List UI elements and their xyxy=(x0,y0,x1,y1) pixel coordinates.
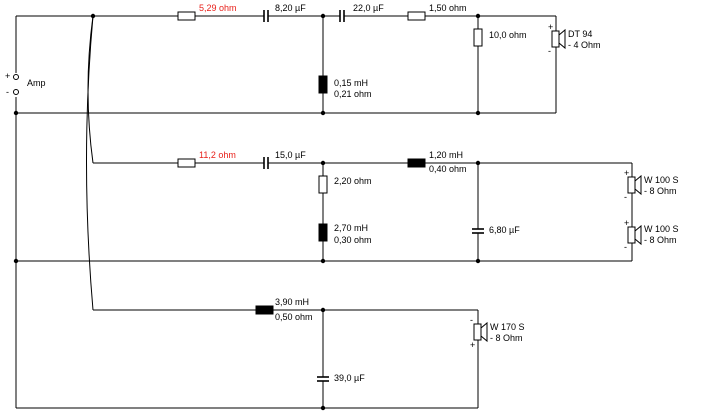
resistor-11-2 xyxy=(177,158,196,168)
inductor-0-15-label: 0,15 mH xyxy=(334,78,368,88)
inductor-3-90 xyxy=(255,305,274,315)
inductor-2-70-label: 2,70 mH xyxy=(334,223,368,233)
amp-label: Amp xyxy=(27,78,46,88)
inductor-0-15 xyxy=(318,75,328,94)
amp-plus-sign: + xyxy=(5,71,10,81)
mid-driver-2-name: W 100 S xyxy=(644,224,679,234)
mid-driver-1-name: W 100 S xyxy=(644,175,679,185)
svg-text:-: - xyxy=(470,315,473,325)
svg-text:+: + xyxy=(470,340,475,350)
tweeter-driver-impedance: - 4 Ohm xyxy=(568,40,601,50)
bass-driver-name: W 170 S xyxy=(490,322,525,332)
mid-driver-1-icon: + - xyxy=(624,168,642,202)
feed-wire-bass xyxy=(86,15,94,311)
resistor-10-0 xyxy=(473,28,483,47)
mid-driver-1-impedance: - 8 Ohm xyxy=(644,186,677,196)
resistor-1-50-label: 1,50 ohm xyxy=(429,3,467,13)
amp-input: + - Amp xyxy=(5,15,93,408)
inductor-1-20 xyxy=(407,158,426,168)
mid-driver-2-icon: + - xyxy=(624,218,642,252)
inductor-2-70-resistance: 0,30 ohm xyxy=(334,235,372,245)
feed-wire-mid xyxy=(87,15,94,164)
svg-text:+: + xyxy=(624,168,629,178)
inductor-2-70 xyxy=(318,223,328,242)
resistor-11-2-label: 11,2 ohm xyxy=(199,150,236,160)
resistor-1-50 xyxy=(407,11,426,21)
resistor-5-29-label: 5,29 ohm xyxy=(199,3,237,13)
bass-branch: 3,90 mH 0,50 ohm 39,0 µF - + W 170 S - 8… xyxy=(93,297,525,411)
mid-branch: 11,2 ohm 15,0 µF 1,20 mH 0,40 ohm 2,20 o… xyxy=(93,150,679,264)
inductor-1-20-resistance: 0,40 ohm xyxy=(429,164,467,174)
resistor-2-20 xyxy=(318,175,328,194)
inductor-3-90-resistance: 0,50 ohm xyxy=(275,312,313,322)
mid-driver-2-impedance: - 8 Ohm xyxy=(644,235,677,245)
inductor-1-20-label: 1,20 mH xyxy=(429,150,463,160)
capacitor-15-0-label: 15,0 µF xyxy=(275,150,306,160)
svg-text:-: - xyxy=(548,46,551,56)
svg-text:+: + xyxy=(624,218,629,228)
resistor-10-0-label: 10,0 ohm xyxy=(489,30,527,40)
svg-text:+: + xyxy=(548,22,553,32)
capacitor-22-0-label: 22,0 µF xyxy=(353,3,384,13)
tweeter-driver-name: DT 94 xyxy=(568,29,592,39)
resistor-2-20-label: 2,20 ohm xyxy=(334,176,372,186)
svg-text:-: - xyxy=(624,242,627,252)
tweeter-branch: 5,29 ohm 8,20 µF 22,0 µF 1,50 ohm 0,15 m… xyxy=(93,3,601,116)
resistor-5-29 xyxy=(177,11,196,21)
tweeter-driver-icon: + - xyxy=(548,22,566,56)
inductor-0-15-resistance: 0,21 ohm xyxy=(334,89,372,99)
svg-text:-: - xyxy=(624,192,627,202)
capacitor-6-80-label: 6,80 µF xyxy=(489,225,520,235)
capacitor-39-0-label: 39,0 µF xyxy=(334,373,365,383)
amp-minus-sign: - xyxy=(6,87,9,97)
capacitor-8-20-label: 8,20 µF xyxy=(275,3,306,13)
bass-driver-impedance: - 8 Ohm xyxy=(490,333,523,343)
inductor-3-90-label: 3,90 mH xyxy=(275,297,309,307)
